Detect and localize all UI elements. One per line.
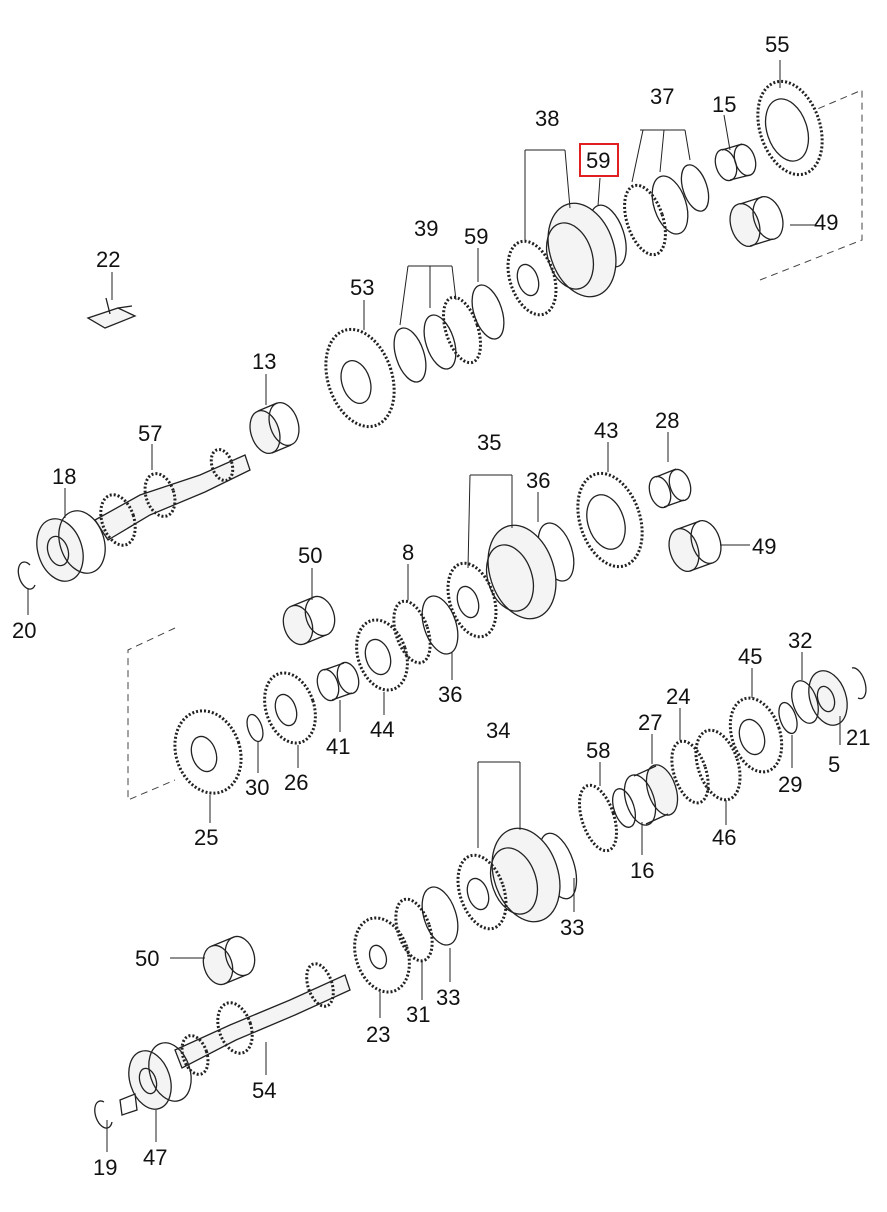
part-35-synchro-assembly[interactable] — [439, 516, 567, 642]
label-18: 18 — [52, 464, 76, 489]
label-47: 47 — [143, 1145, 167, 1170]
label-35: 35 — [477, 430, 501, 455]
part-5-bearing[interactable] — [802, 666, 854, 730]
part-37-synchro-rings[interactable] — [617, 161, 714, 259]
part-28-bushing[interactable] — [646, 467, 695, 511]
part-50-needle-bearing-middle[interactable] — [279, 593, 340, 649]
label-45: 45 — [738, 644, 762, 669]
part-8-synchro-ring[interactable] — [387, 597, 437, 668]
label-21: 21 — [846, 725, 870, 750]
label-55: 55 — [765, 32, 789, 57]
part-49-needle-bearing-upper[interactable] — [725, 193, 788, 250]
part-33-ring-lower[interactable] — [416, 883, 465, 950]
part-30-snap-ring[interactable] — [244, 713, 266, 744]
label-57: 57 — [138, 421, 162, 446]
label-16: 16 — [630, 858, 654, 883]
part-31-synchro-ring[interactable] — [389, 895, 439, 966]
label-33-lower: 33 — [436, 985, 460, 1010]
part-38-synchro-assembly[interactable] — [499, 194, 627, 320]
part-labels: 55 37 15 38 59 49 39 59 22 53 13 57 18 2… — [12, 32, 870, 1180]
part-32-ring[interactable] — [787, 677, 823, 726]
label-25: 25 — [194, 825, 218, 850]
part-43-gear[interactable] — [567, 465, 654, 575]
label-31: 31 — [406, 1002, 430, 1027]
part-18-ball-bearing[interactable] — [29, 505, 113, 587]
part-46-gear[interactable] — [688, 725, 748, 806]
label-27: 27 — [638, 710, 662, 735]
part-50-needle-bearing-lower[interactable] — [199, 933, 260, 989]
label-26: 26 — [284, 770, 308, 795]
leader-lines — [27, 60, 841, 1152]
label-23: 23 — [366, 1022, 390, 1047]
label-20: 20 — [12, 618, 36, 643]
part-24-synchro-ring[interactable] — [665, 737, 715, 808]
label-36-lower: 36 — [438, 682, 462, 707]
part-22-bracket[interactable] — [86, 297, 137, 329]
label-38: 38 — [535, 106, 559, 131]
label-19: 19 — [93, 1155, 117, 1180]
part-16-ring[interactable] — [608, 786, 639, 830]
label-36-upper: 36 — [526, 468, 550, 493]
label-50-lower: 50 — [135, 946, 159, 971]
label-24: 24 — [666, 684, 690, 709]
label-32: 32 — [788, 628, 812, 653]
label-37: 37 — [650, 84, 674, 109]
label-13: 13 — [252, 349, 276, 374]
part-34-synchro-assembly[interactable] — [449, 819, 571, 934]
part-13-needle-bearing[interactable] — [245, 399, 304, 457]
part-45-gear[interactable] — [721, 691, 790, 778]
lower-shaft-assembly — [94, 666, 867, 1129]
label-43: 43 — [594, 418, 618, 443]
label-41: 41 — [326, 734, 350, 759]
part-25-gear[interactable] — [165, 702, 252, 802]
part-41-bushing[interactable] — [314, 660, 363, 704]
label-33-upper: 33 — [560, 915, 584, 940]
label-59: 59 — [464, 224, 488, 249]
part-19-snap-ring[interactable] — [94, 1100, 113, 1129]
upper-shaft-assembly — [17, 73, 863, 590]
part-21-snap-ring[interactable] — [851, 667, 867, 700]
label-5: 5 — [828, 752, 840, 777]
label-49-upper: 49 — [814, 210, 838, 235]
part-20-snap-ring[interactable] — [17, 561, 36, 590]
part-36-ring-lower[interactable] — [416, 592, 465, 659]
part-29-snap-ring[interactable] — [775, 700, 800, 735]
label-22: 22 — [96, 247, 120, 272]
label-53: 53 — [350, 275, 374, 300]
part-44-gear[interactable] — [348, 613, 416, 696]
label-58: 58 — [586, 738, 610, 763]
part-26-gear[interactable] — [256, 666, 324, 749]
label-34: 34 — [486, 718, 510, 743]
label-8: 8 — [402, 540, 414, 565]
part-49-needle-bearing-middle[interactable] — [664, 517, 726, 575]
part-54-output-shaft[interactable] — [174, 960, 351, 1077]
label-29: 29 — [778, 772, 802, 797]
label-44: 44 — [370, 717, 394, 742]
label-39: 39 — [414, 216, 438, 241]
label-30: 30 — [245, 775, 269, 800]
highlight-box — [579, 143, 619, 177]
part-47-bearing[interactable] — [119, 1037, 198, 1116]
label-46: 46 — [712, 825, 736, 850]
part-57-input-shaft[interactable] — [94, 447, 251, 550]
label-49-middle: 49 — [752, 534, 776, 559]
part-15-bushing[interactable] — [712, 142, 760, 184]
label-28: 28 — [655, 408, 679, 433]
part-23-gear[interactable] — [346, 911, 419, 999]
label-15: 15 — [712, 92, 736, 117]
part-27-hub[interactable] — [619, 761, 684, 829]
middle-shaft-assembly — [127, 465, 726, 802]
label-50-middle: 50 — [298, 543, 322, 568]
label-54: 54 — [252, 1078, 276, 1103]
part-58-synchro-ring[interactable] — [572, 781, 623, 856]
part-55-gear[interactable] — [747, 73, 834, 183]
label-59-highlighted: 59 — [586, 148, 610, 173]
part-39-synchro-rings[interactable] — [388, 293, 488, 386]
part-53-gear[interactable] — [314, 321, 406, 436]
